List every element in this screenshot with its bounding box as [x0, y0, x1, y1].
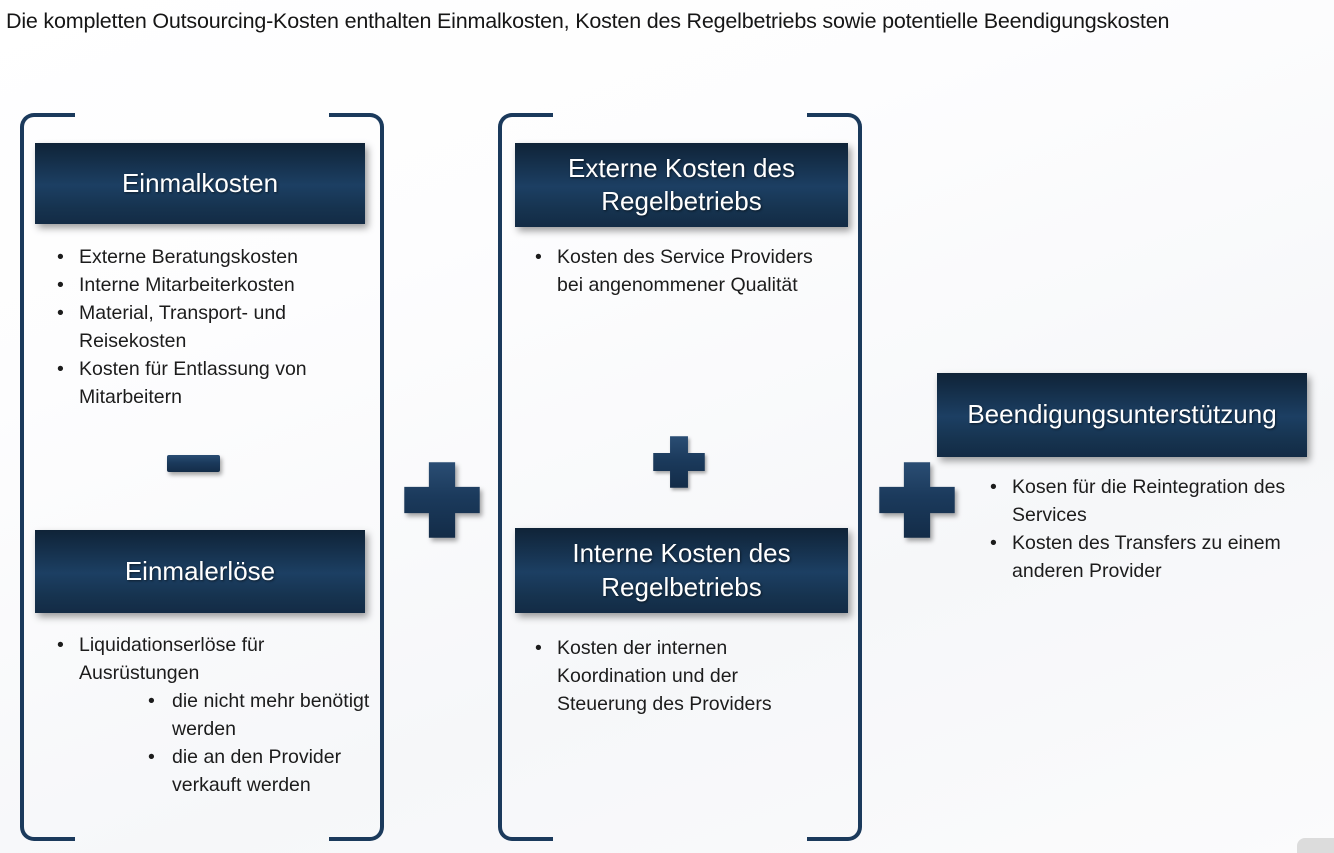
header-box-einmalerloese: Einmalerlöse — [35, 530, 365, 613]
sublist-item-text: die nicht mehr benötigt werden — [172, 690, 370, 740]
bullet-icon: • — [57, 634, 64, 656]
plus-icon — [879, 462, 955, 538]
list-item: • Material, Transport- und Reisekosten — [55, 299, 355, 355]
list-item-text: Liquidationserlöse für Ausrüstungen — [79, 634, 265, 684]
list-item: • Kosten des Transfers zu einem anderen P… — [988, 529, 1288, 585]
header-box-externe-kosten: Externe Kosten des Regelbetriebs — [515, 143, 848, 227]
bullet-icon: • — [148, 690, 155, 712]
corner-artifact — [1297, 838, 1334, 853]
bullet-icon: • — [535, 637, 542, 659]
list-item: • Liquidationserlöse für Ausrüstungen • di… — [55, 631, 370, 799]
plus-icon — [653, 436, 705, 488]
bracket-right-group2 — [807, 113, 862, 841]
list-item-text: Material, Transport- und Reisekosten — [79, 302, 287, 352]
list-item-text: Kosen für die Reintegration des Services — [1012, 476, 1286, 526]
list-item: • Kosten der internen Koordination und de… — [533, 634, 823, 718]
bullet-icon: • — [990, 476, 997, 498]
list-einmalkosten: • Externe Beratungskosten • Interne Mitarb… — [55, 243, 355, 411]
bracket-left-group2 — [498, 113, 553, 841]
list-item: • Interne Mitarbeiterkosten — [55, 271, 355, 299]
list-item: • Externe Beratungskosten — [55, 243, 355, 271]
slide-title: Die kompletten Outsourcing-Kosten enthal… — [6, 9, 1170, 33]
bullet-icon: • — [57, 358, 64, 380]
list-interne-kosten: • Kosten der internen Koordination und de… — [533, 634, 823, 718]
list-einmalerloese: • Liquidationserlöse für Ausrüstungen • di… — [55, 631, 370, 799]
list-item-text: Kosten der internen Koordination und der… — [557, 637, 772, 715]
header-box-interne-kosten: Interne Kosten des Regelbetriebs — [515, 528, 848, 613]
bullet-icon: • — [57, 302, 64, 324]
list-item-text: Kosten des Service Providers bei angenom… — [557, 246, 813, 296]
bullet-icon: • — [535, 246, 542, 268]
plus-icon — [404, 462, 480, 538]
sublist-item: • die nicht mehr benötigt werden — [146, 687, 370, 743]
minus-icon — [167, 455, 220, 472]
list-externe-kosten: • Kosten des Service Providers bei angeno… — [533, 243, 841, 299]
sublist-item: • die an den Provider verkauft werden — [146, 743, 370, 799]
list-beendigung: • Kosen für die Reintegration des Service… — [988, 473, 1288, 585]
bracket-right-group1 — [329, 113, 384, 841]
sublist-einmalerloese: • die nicht mehr benötigt werden • die an … — [146, 687, 370, 799]
sublist-item-text: die an den Provider verkauft werden — [172, 746, 342, 796]
bullet-icon: • — [57, 274, 64, 296]
bullet-icon: • — [57, 246, 64, 268]
list-item-text: Kosten für Entlassung von Mitarbeitern — [79, 358, 307, 408]
list-item: • Kosen für die Reintegration des Service… — [988, 473, 1288, 529]
header-box-beendigung: Beendigungsunterstützung — [937, 373, 1307, 457]
list-item-text: Interne Mitarbeiterkosten — [79, 274, 295, 296]
list-item: • Kosten des Service Providers bei angeno… — [533, 243, 841, 299]
list-item: • Kosten für Entlassung von Mitarbeitern — [55, 355, 355, 411]
bracket-left-group1 — [20, 113, 75, 841]
list-item-text: Kosten des Transfers zu einem anderen Pr… — [1012, 532, 1281, 582]
bullet-icon: • — [990, 532, 997, 554]
header-box-einmalkosten: Einmalkosten — [35, 143, 365, 224]
bullet-icon: • — [148, 746, 155, 768]
list-item-text: Externe Beratungskosten — [79, 246, 298, 268]
